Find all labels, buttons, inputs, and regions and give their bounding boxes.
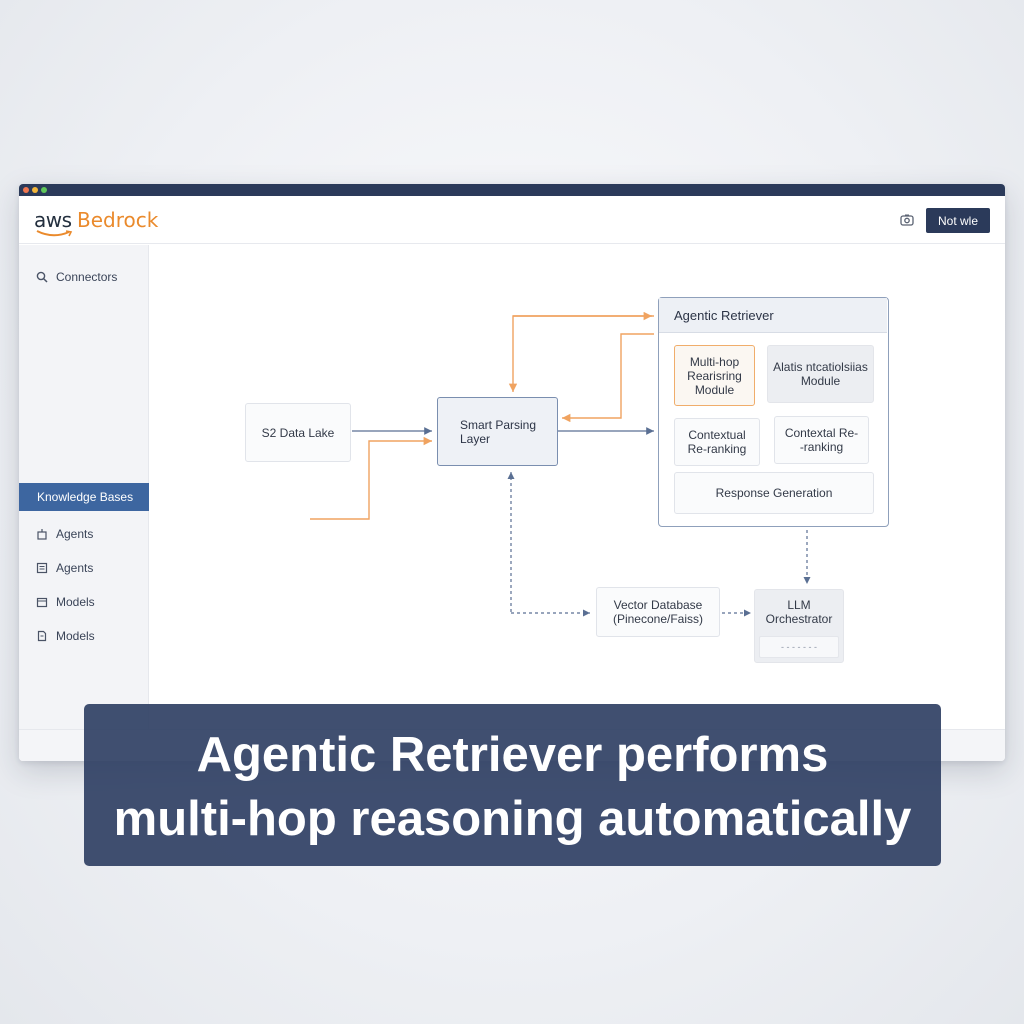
node-label: Response Generation — [715, 486, 833, 500]
node-multi-hop[interactable]: Multi-hop Rearisring Module — [674, 345, 755, 406]
llm-output-field: - - - - - - - — [759, 636, 839, 658]
node-label: S2 Data Lake — [261, 425, 335, 440]
close-window-button[interactable] — [23, 187, 29, 193]
logo-bedrock-text: Bedrock — [77, 208, 159, 232]
caption-line-2: multi-hop reasoning automatically — [113, 792, 912, 846]
node-response-generation[interactable]: Response Generation — [674, 472, 874, 514]
agent-icon — [37, 529, 47, 540]
node-contextual-b[interactable]: Contextal Re- -ranking — [774, 416, 869, 464]
node-label: Smart Parsing Layer — [460, 417, 537, 446]
app-header: aws Bedrock Not wle — [19, 196, 1005, 244]
sidebar-item-knowledge-bases[interactable]: Knowledge Bases — [19, 483, 149, 511]
sidebar-item-connectors[interactable]: Connectors — [19, 263, 149, 291]
list-icon — [36, 562, 48, 574]
window-titlebar — [19, 184, 1005, 196]
node-label: Multi-hop Rearisring Module — [687, 354, 742, 397]
logo-aws-text: aws — [34, 208, 72, 232]
sidebar-item-agents[interactable]: Agents — [19, 520, 149, 548]
search-icon — [36, 271, 48, 283]
sidebar-item-models-docs[interactable]: Models — [19, 622, 149, 650]
maximize-window-button[interactable] — [41, 187, 47, 193]
node-module-b[interactable]: Alatis ntcatiolsiias Module — [767, 345, 874, 403]
sidebar: Connectors Knowledge Bases Agents Agents — [19, 245, 149, 761]
node-smart-parsing[interactable]: Smart Parsing Layer — [437, 397, 558, 466]
node-label: LLM Orchestrator — [765, 598, 833, 626]
sidebar-item-models[interactable]: Models — [19, 588, 149, 616]
aws-smile-icon — [36, 230, 73, 237]
sidebar-item-label: Connectors — [56, 270, 118, 284]
sidebar-item-label: Models — [56, 595, 95, 609]
sidebar-item-agents-list[interactable]: Agents — [19, 554, 149, 582]
sidebar-item-label: Agents — [56, 527, 94, 541]
agentic-retriever-title: Agentic Retriever — [659, 298, 887, 333]
node-vector-database[interactable]: Vector Database (Pinecone/Faiss) — [596, 587, 720, 637]
caption-banner: Agentic Retriever performs multi-hop rea… — [84, 704, 941, 866]
sidebar-item-label: Agents — [56, 561, 94, 575]
node-label: Alatis ntcatiolsiias Module — [773, 360, 868, 388]
sidebar-item-label: Knowledge Bases — [37, 490, 134, 504]
node-label: Contextal Re- -ranking — [784, 426, 859, 454]
model-icon — [36, 597, 48, 608]
camera-icon[interactable] — [899, 212, 915, 228]
node-data-lake[interactable]: S2 Data Lake — [245, 403, 351, 462]
caption-line-1: Agentic Retriever performs — [196, 728, 829, 782]
node-label: Contextual Re-ranking — [687, 428, 747, 456]
node-contextual-a[interactable]: Contextual Re-ranking — [674, 418, 760, 466]
node-label: Vector Database (Pinecone/Faiss) — [612, 598, 704, 626]
minimize-window-button[interactable] — [32, 187, 38, 193]
header-action-button[interactable]: Not wle — [926, 208, 990, 233]
sidebar-item-label: Models — [56, 629, 95, 643]
document-icon — [37, 630, 47, 642]
